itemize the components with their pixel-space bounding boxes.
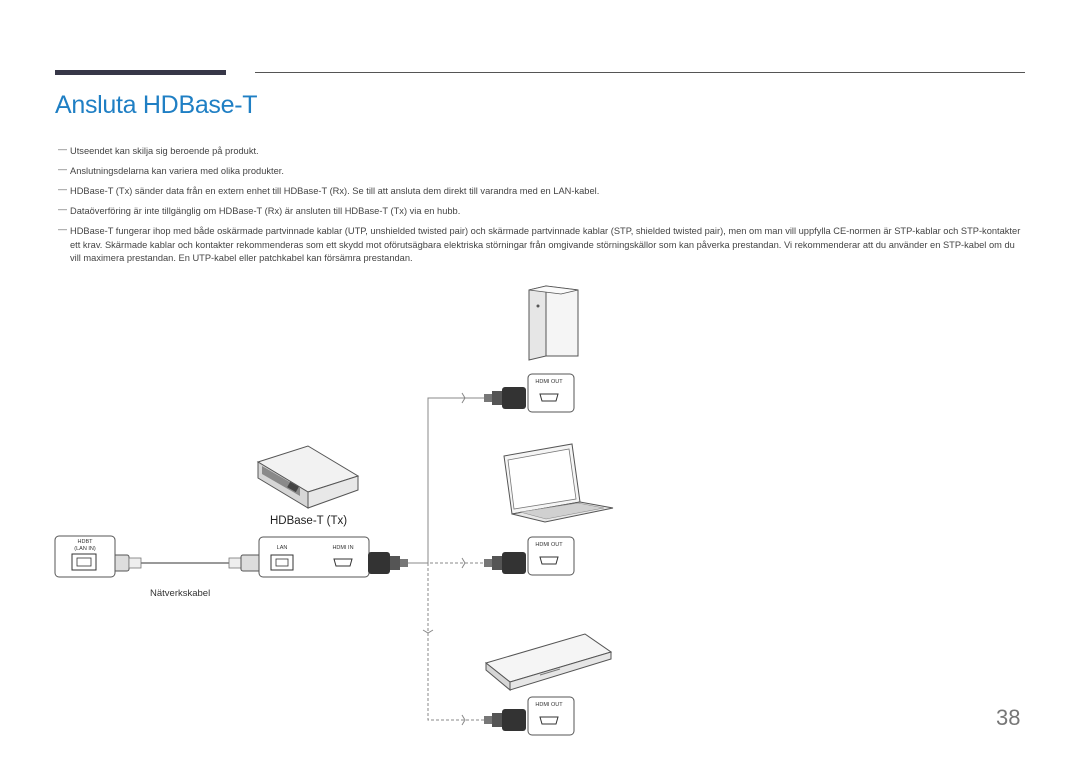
lan-port-label: LAN [277, 545, 288, 551]
hdbt-port-label: (LAN IN) [74, 546, 96, 552]
note-dash-icon: ― [58, 164, 67, 174]
laptop [503, 443, 614, 523]
hdmi-socket-icon [539, 393, 559, 402]
note-dash-icon: ― [58, 144, 67, 154]
cable-to-player [427, 563, 490, 721]
header-rule-thin [255, 72, 1025, 73]
cable-break-icon [461, 392, 466, 404]
hdmi-cables [405, 392, 490, 726]
cable-break-icon [461, 714, 466, 726]
note-dash-icon: ― [58, 204, 67, 214]
note-text: Utseendet kan skilja sig beroende på pro… [70, 146, 259, 156]
lan-socket-icon [71, 553, 97, 571]
note-text: HDBase-T (Tx) sänder data från en extern… [70, 186, 600, 196]
hdmi-out-label: HDMI OUT [535, 542, 563, 548]
hdbase-t-tx-device [256, 445, 360, 509]
cable-break-icon [422, 629, 434, 634]
note-text: Anslutningsdelarna kan variera med olika… [70, 166, 284, 176]
hdmi-plug-laptop [484, 552, 526, 574]
cable-to-pc [405, 397, 490, 564]
hdmi-plug-player [484, 709, 526, 731]
tx-label: HDBase-T (Tx) [270, 515, 347, 527]
page-number: 38 [996, 705, 1021, 730]
hdmi-out-panel-laptop: HDMI OUT [527, 536, 575, 576]
hdmi-in-label: HDMI IN [332, 545, 353, 551]
hdmi-out-label: HDMI OUT [535, 702, 563, 708]
network-cable [108, 554, 262, 572]
rj45-plug-icon [240, 554, 262, 572]
hdmi-socket-icon [333, 558, 353, 567]
note-item: ―Anslutningsdelarna kan variera med olik… [58, 164, 1028, 179]
tx-port-panel: LAN HDMI IN [258, 536, 370, 578]
note-item: ―HDBase-T (Tx) sänder data från en exter… [58, 184, 1028, 199]
hdbt-port-label: HDBT [78, 539, 94, 545]
pc-tower [528, 285, 579, 361]
hdmi-socket-icon [539, 556, 559, 565]
hdbt-port-box: HDBT (LAN IN) [54, 535, 116, 578]
hdmi-plug-tx [368, 552, 408, 574]
note-dash-icon: ― [58, 224, 67, 234]
notes-list: ―Utseendet kan skilja sig beroende på pr… [58, 144, 1028, 272]
hdmi-out-panel-pc: HDMI OUT [527, 373, 575, 413]
note-item: ―HDBase-T fungerar ihop med både oskärma… [58, 224, 1028, 266]
hdmi-socket-icon [539, 716, 559, 725]
network-cable-label: Nätverkskabel [150, 588, 210, 599]
hdmi-plug-pc [484, 387, 526, 409]
note-item: ―Utseendet kan skilja sig beroende på pr… [58, 144, 1028, 159]
lan-socket-icon [270, 554, 294, 571]
page-title: Ansluta HDBase-T [55, 91, 258, 119]
note-dash-icon: ― [58, 184, 67, 194]
note-text: Dataöverföring är inte tillgänglig om HD… [70, 206, 461, 216]
cable-break-icon [461, 557, 466, 569]
hdmi-out-panel-player: HDMI OUT [527, 696, 575, 736]
hdmi-out-label: HDMI OUT [535, 379, 563, 385]
note-item: ―Dataöverföring är inte tillgänglig om H… [58, 204, 1028, 219]
header-rule-thick [55, 70, 226, 75]
media-player [484, 633, 613, 692]
note-text: HDBase-T fungerar ihop med både oskärmad… [70, 226, 1021, 263]
